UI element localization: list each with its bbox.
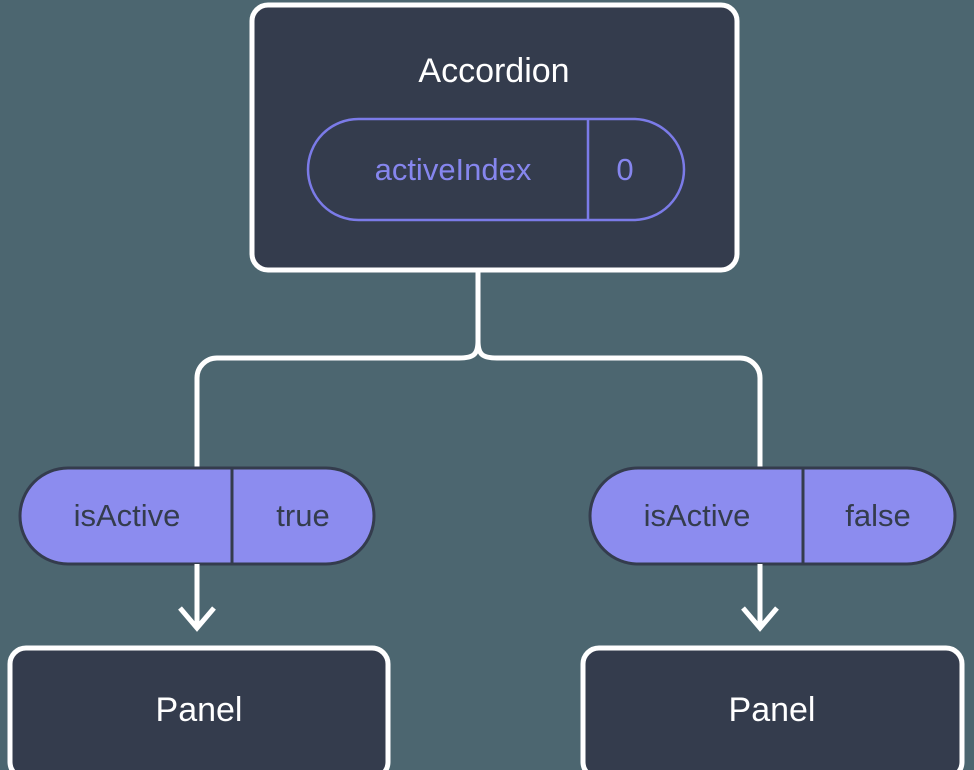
left-pill-prop-name: isActive [74,498,181,533]
accordion-prop-pill-outline [306,117,686,222]
left-panel-box-background [10,648,388,770]
arrow-down-icon-right [741,564,779,632]
connector-group [194,268,763,468]
right-panel-box-background [583,648,962,770]
left-panel-title: Panel [156,691,243,729]
right-arrow-head [741,606,779,632]
node-panel-right[interactable]: Panel [580,645,965,770]
arrow-down-icon-left [178,564,216,632]
accordion-title: Accordion [418,52,569,90]
left-pill-prop-value: true [276,498,329,533]
branch-left-prop-pill[interactable]: isActive true [18,466,376,566]
right-pill-background [588,466,957,566]
right-pill-prop-value: false [845,498,910,533]
brace-junction-left [194,340,481,468]
accordion-prop-name: activeIndex [375,152,532,187]
left-panel-box-border [7,645,391,770]
accordion-prop-value: 0 [616,152,633,187]
node-accordion[interactable]: Accordion activeIndex 0 [249,2,740,273]
left-arrow-head [178,606,216,632]
accordion-box-border [249,2,740,273]
brace-junction [475,340,763,468]
right-panel-box-border [580,645,965,770]
node-panel-left[interactable]: Panel [7,645,391,770]
accordion-prop-pill[interactable]: activeIndex 0 [306,117,686,222]
accordion-box-background [252,5,737,270]
branch-right-prop-pill[interactable]: isActive false [588,466,957,566]
right-panel-title: Panel [729,691,816,729]
right-pill-prop-name: isActive [644,498,751,533]
